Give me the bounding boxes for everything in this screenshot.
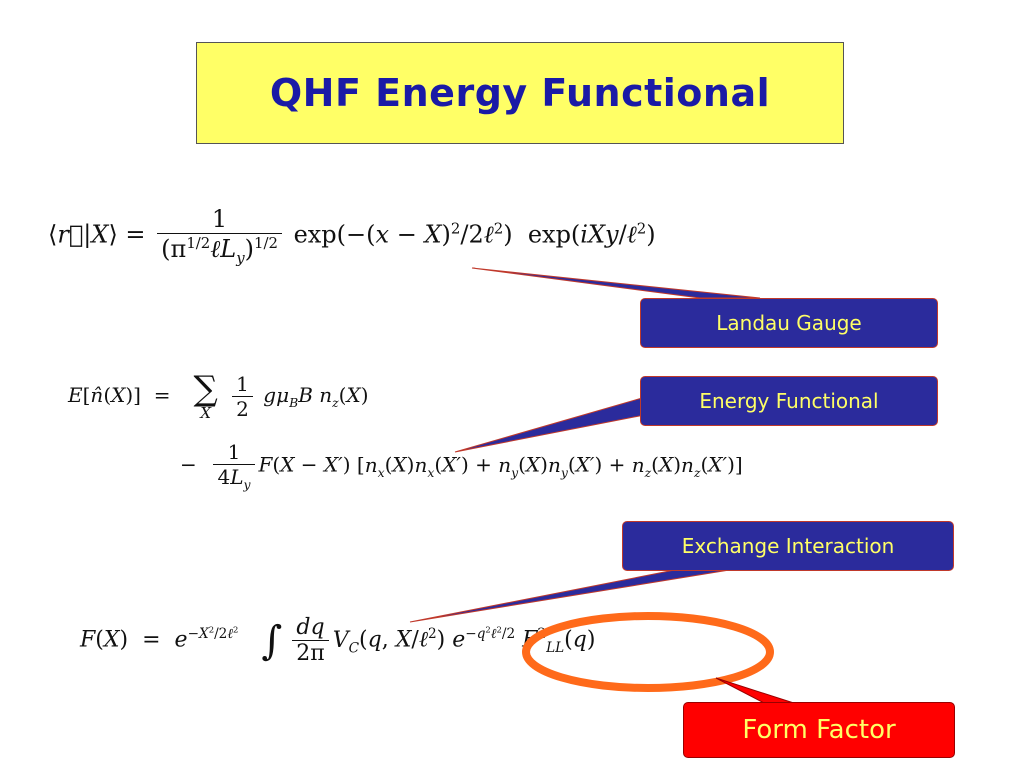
landau-pointer xyxy=(471,267,761,299)
exchange-interaction-callout: Exchange Interaction xyxy=(622,521,954,571)
form-factor-callout: Form Factor xyxy=(683,702,955,758)
landau-gauge-callout: Landau Gauge xyxy=(640,298,938,348)
exchange-pointer xyxy=(409,564,761,623)
form-factor-highlight xyxy=(522,612,774,692)
energy-pointer xyxy=(454,397,672,453)
energy-functional-callout: Energy Functional xyxy=(640,376,938,426)
wavefunction-equation: ⟨r⃗|X⟩ = 1(π1/2ℓLy)1/2 exp(−(x − X)2/2ℓ2… xyxy=(48,205,656,267)
title-box: QHF Energy Functional xyxy=(196,42,844,144)
form-factor-pointer xyxy=(715,677,801,706)
slide-title: QHF Energy Functional xyxy=(269,71,771,115)
